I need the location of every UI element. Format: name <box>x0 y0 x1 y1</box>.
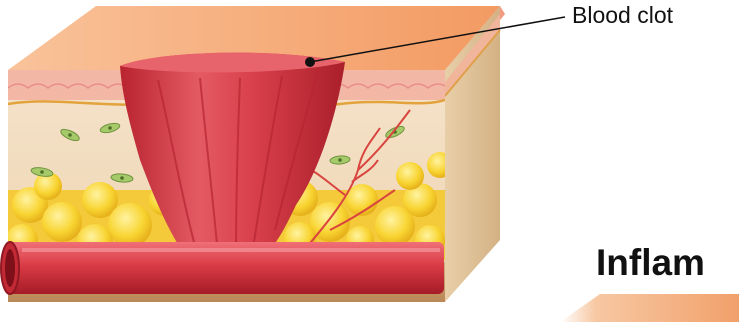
blood-clot-label: Blood clot <box>572 2 673 29</box>
diagram-title: Inflam <box>596 242 705 284</box>
decorative-band <box>560 294 739 322</box>
callout-dot <box>305 57 315 67</box>
blood-vessel-lumen <box>5 249 15 287</box>
